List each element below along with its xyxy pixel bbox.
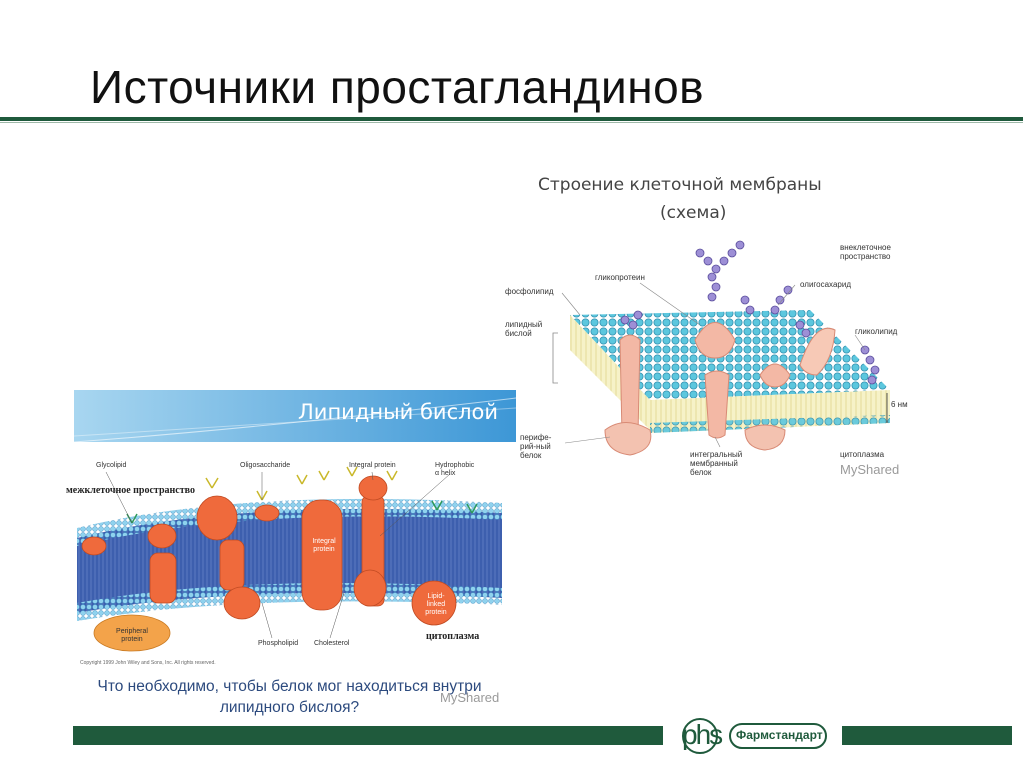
- question-line-2: липидного бислоя?: [219, 699, 360, 716]
- label-integral-protein-inner: Integral protein: [312, 538, 336, 553]
- logo-mark: phs: [682, 719, 723, 750]
- label-peripheral-protein-en: Peripheral protein: [116, 628, 148, 643]
- label-hydrophobic-helix: Hydrophobic α helix: [435, 462, 475, 477]
- watermark-right: MyShared: [840, 462, 900, 477]
- membrane-figure-subtitle: (схема): [660, 203, 727, 223]
- membrane-structure-figure: Строение клеточной мембраны (схема): [500, 165, 920, 495]
- label-phospholipid-en: Phospholipid: [258, 640, 299, 647]
- label-glycolipid: гликолипид: [855, 327, 898, 336]
- label-scale: 6 нм: [891, 400, 908, 409]
- lipid-bilayer-header-title: Липидный бислой: [298, 400, 499, 424]
- label-peripheral-protein: перифе-рий-ный белок: [520, 433, 552, 460]
- label-oligosaccharide-en: Oligosaccharide: [240, 462, 291, 469]
- label-extracellular: внеклеточное пространство: [840, 243, 891, 261]
- title-divider: [0, 117, 1023, 121]
- label-extracellular-ru: межклеточное пространство: [66, 485, 195, 496]
- membrane-3d-illustration: [552, 240, 890, 456]
- label-oligosaccharide: олигосахарид: [800, 280, 851, 289]
- copyright-note: Copyright 1999 John Wiley and Sons, Inc.…: [80, 660, 216, 666]
- label-cytoplasm-ru: цитоплазма: [426, 631, 480, 642]
- slide-title: Источники простагландинов: [90, 61, 705, 113]
- watermark-left: MyShared: [440, 690, 500, 705]
- label-glycoprotein: гликопротеин: [595, 273, 645, 282]
- lipid-bilayer-illustration: [73, 390, 517, 652]
- label-phospholipid: фосфолипид: [505, 287, 554, 296]
- figure-header-band: [74, 390, 516, 442]
- logo-text: Фармстандарт: [736, 728, 823, 742]
- footer-bar-left: [73, 726, 663, 745]
- label-glycolipid-en: Glycolipid: [96, 462, 127, 469]
- lipid-bilayer-figure: Липидный бислой Glycolipid Oligosacchari…: [62, 388, 517, 723]
- title-divider-thin: [0, 122, 1023, 123]
- label-cholesterol-en: Cholesterol: [314, 640, 350, 647]
- label-integral-protein: интегральный мембранный белок: [690, 450, 743, 477]
- pharmstandard-logo: phs Фармстандарт: [678, 716, 828, 754]
- label-bilayer: липидный бислой: [505, 320, 543, 338]
- label-cytoplasm: цитоплазма: [840, 450, 885, 459]
- label-lipid-linked-protein: Lipid-linked protein: [425, 593, 447, 616]
- footer-bar-right: [842, 726, 1012, 745]
- membrane-figure-title: Строение клеточной мембраны: [538, 175, 822, 195]
- label-integral-protein-en: Integral protein: [349, 462, 396, 469]
- question-line-1: Что необходимо, чтобы белок мог находить…: [97, 678, 482, 695]
